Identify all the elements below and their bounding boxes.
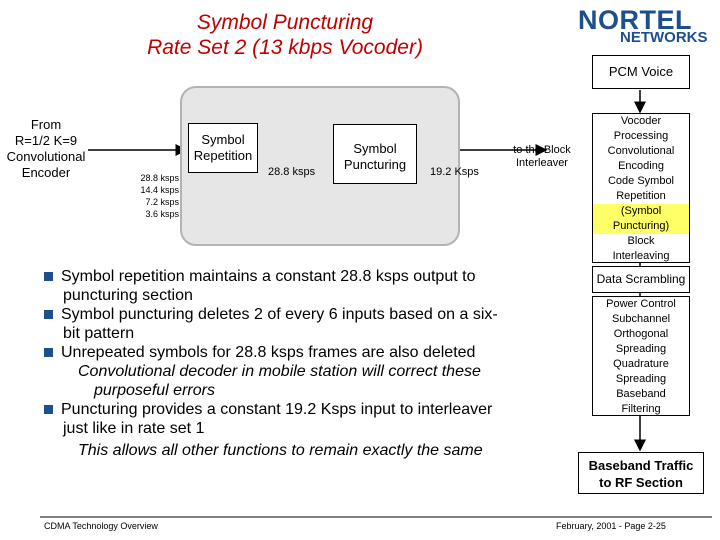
bullet-2: Symbol puncturing deletes 2 of every 6 i… xyxy=(44,305,564,343)
footer-left: CDMA Technology Overview xyxy=(44,521,158,531)
bullet-1: Symbol repetition maintains a constant 2… xyxy=(44,267,564,305)
bullet-list: Symbol repetition maintains a constant 2… xyxy=(44,267,564,460)
title-line-2: Rate Set 2 (13 kbps Vocoder) xyxy=(147,36,423,59)
nortel-logo: NORTEL xyxy=(578,5,692,35)
footer-right: February, 2001 - Page 2-25 xyxy=(556,521,666,531)
highlight-puncturing: (Symbol xyxy=(593,204,689,219)
bullet-square-icon xyxy=(44,310,53,319)
chain-group-2: Power Control Subchannel Orthogonal Spre… xyxy=(592,296,690,416)
bullet-square-icon xyxy=(44,348,53,357)
baseband-traffic-box: Baseband Traffic to RF Section xyxy=(578,452,704,494)
chain-group-1: Vocoder Processing Convolutional Encodin… xyxy=(592,113,690,263)
symbol-puncturing-block: Symbol Puncturing xyxy=(333,124,417,184)
input-rates: 28.8 ksps 14.4 ksps 7.2 ksps 3.6 ksps xyxy=(140,173,179,219)
page-title: Symbol Puncturing Rate Set 2 (13 kbps Vo… xyxy=(80,10,490,60)
bullet-3: Unrepeated symbols for 28.8 ksps frames … xyxy=(44,343,564,400)
rate-mid-label: 28.8 ksps xyxy=(268,166,316,178)
title-line-1: Symbol Puncturing xyxy=(196,11,374,34)
interleaver-label: to the Block Interleaver xyxy=(513,144,571,169)
networks-logo: NETWORKS xyxy=(620,29,708,46)
bullet-4: Puncturing provides a constant 19.2 Ksps… xyxy=(44,400,564,460)
pcm-voice-box: PCM Voice xyxy=(592,55,690,89)
bullet-square-icon xyxy=(44,405,53,414)
highlight-puncturing: Puncturing) xyxy=(593,219,689,234)
data-scrambling-box: Data Scrambling xyxy=(592,266,690,293)
rate-out-label: 19.2 Ksps xyxy=(430,166,479,178)
encoder-label: From R=1/2 K=9 Convolutional Encoder xyxy=(6,117,86,180)
symbol-repetition-block: Symbol Repetition xyxy=(188,123,258,173)
bullet-square-icon xyxy=(44,272,53,281)
